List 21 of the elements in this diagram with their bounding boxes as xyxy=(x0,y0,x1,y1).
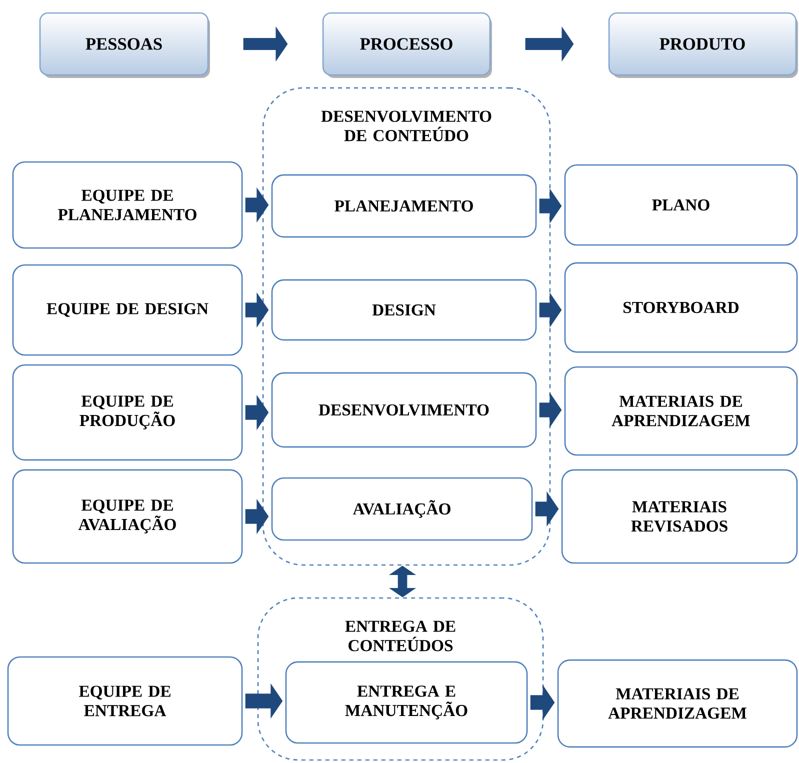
group-title: DESENVOLVIMENTO DE CONTEÚDO xyxy=(321,110,492,142)
header-box: PROCESSO xyxy=(322,12,492,78)
process-box: EQUIPE DE ENTREGA xyxy=(7,656,243,746)
process-box: STORYBOARD xyxy=(564,262,798,353)
process-box: AVALIAÇÃO xyxy=(271,477,533,541)
process-box: MATERIAIS DE APRENDIZAGEM xyxy=(564,366,798,456)
process-box: EQUIPE DE PLANEJAMENTO xyxy=(12,161,243,249)
process-box: MATERIAIS REVISADOS xyxy=(561,469,798,564)
process-box: EQUIPE DE DESIGN xyxy=(12,264,243,356)
process-box: PLANO xyxy=(564,164,798,246)
process-box: PLANEJAMENTO xyxy=(271,174,537,238)
group-title: ENTREGA DE CONTEÚDOS xyxy=(345,620,456,652)
process-box: DESENVOLVIMENTO xyxy=(271,372,537,448)
process-box: MATERIAIS DE APRENDIZAGEM xyxy=(557,659,798,748)
header-box: PESSOAS xyxy=(39,12,210,78)
process-box: DESIGN xyxy=(271,279,537,341)
process-box: EQUIPE DE AVALIAÇÃO xyxy=(12,469,243,564)
arrow xyxy=(388,566,416,598)
header-box: PRODUTO xyxy=(608,12,798,78)
process-box: EQUIPE DE PRODUÇÃO xyxy=(12,364,243,461)
process-box: ENTREGA E MANUTENÇÃO xyxy=(285,661,528,744)
